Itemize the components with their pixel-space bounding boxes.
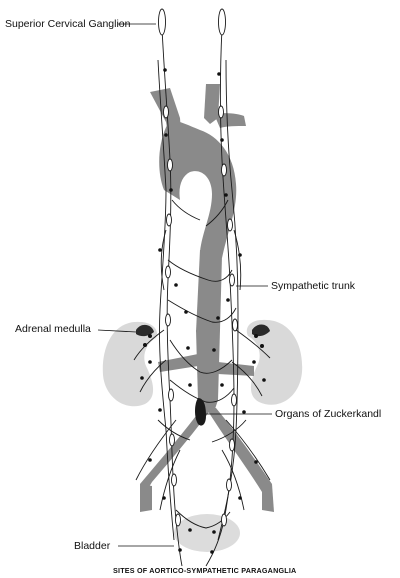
left-adrenal-gland bbox=[136, 324, 154, 337]
label-adrenal-medulla: Adrenal medulla bbox=[15, 323, 91, 335]
leader-adrenal-medulla bbox=[97, 329, 137, 333]
right-kidney bbox=[246, 319, 303, 405]
label-bladder: Bladder bbox=[74, 540, 111, 552]
aorta bbox=[140, 84, 274, 512]
superior-cervical-ganglion-left bbox=[158, 8, 166, 36]
ganglia bbox=[158, 8, 238, 527]
label-organs-of-zuckerkandl: Organs of Zuckerkandl bbox=[275, 408, 382, 420]
paraganglia-dots bbox=[140, 68, 266, 554]
label-superior-cervical-ganglion: Superior Cervical Ganglion bbox=[5, 18, 131, 30]
label-sympathetic-trunk: Sympathetic trunk bbox=[271, 280, 356, 292]
leader-lines bbox=[97, 23, 272, 547]
organ-of-zuckerkandl bbox=[195, 398, 206, 426]
figure-caption: SITES OF AORTICO-SYMPATHETIC PARAGANGLIA bbox=[113, 566, 297, 575]
right-adrenal-gland bbox=[252, 324, 270, 337]
bladder-shape bbox=[174, 514, 240, 552]
superior-cervical-ganglion-right bbox=[218, 8, 226, 36]
